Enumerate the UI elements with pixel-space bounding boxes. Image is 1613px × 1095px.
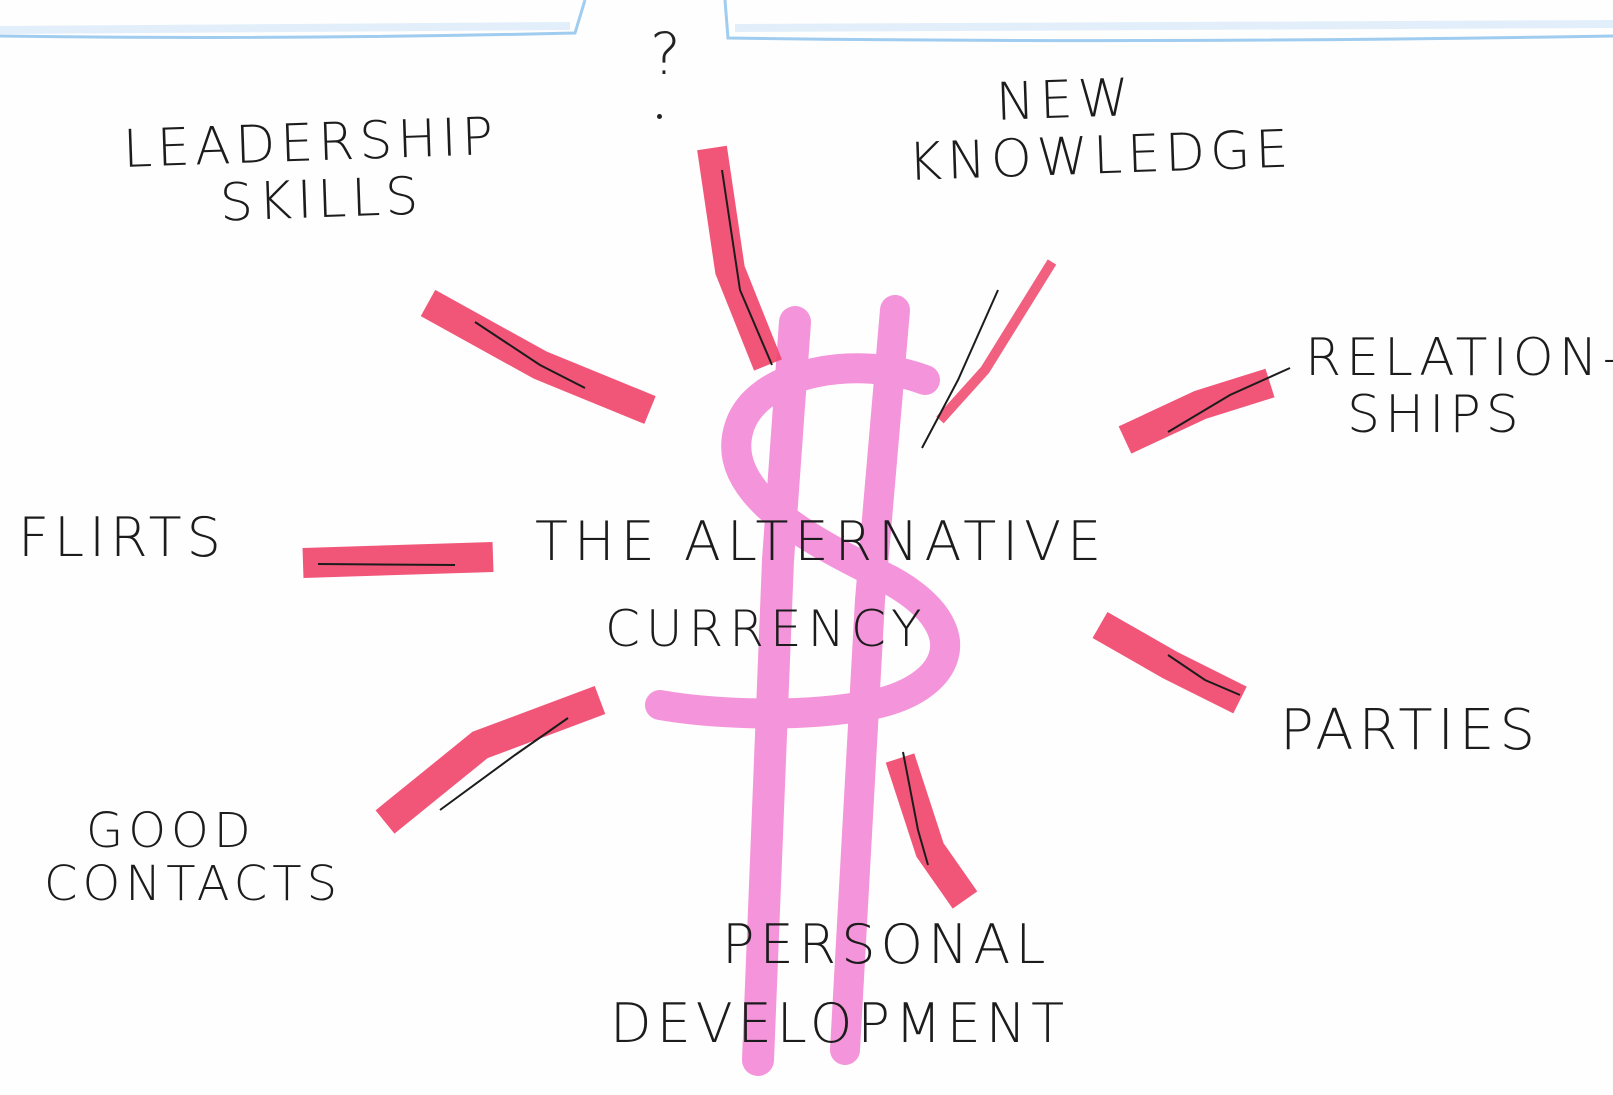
frame-line-left-shade	[0, 22, 571, 34]
node-relationships-line1: RELATION-	[1305, 328, 1613, 388]
ray-relationships	[1118, 368, 1275, 454]
ray-top-ink	[721, 169, 773, 366]
node-flirts: FLIRTS	[18, 506, 226, 569]
dollar-bar-left	[742, 306, 811, 1076]
node-new-knowledge: NEW KNOWLEDGE	[905, 65, 1294, 193]
node-personal-development: PERSONAL DEVELOPMENT	[610, 915, 1069, 1054]
center-label-line2: CURRENCY	[605, 600, 928, 658]
node-leadership-skills: LEADERSHIP SKILLS	[121, 106, 501, 236]
frame-line-right	[723, 0, 1613, 43]
node-development-line2: DEVELOPMENT	[610, 992, 1070, 1056]
top-frame	[0, 0, 1613, 43]
node-contacts-line2: CONTACTS	[44, 855, 343, 912]
ray-contacts-ink	[439, 717, 569, 811]
ray-relationships-ink	[1167, 367, 1291, 433]
node-good-contacts: GOOD CONTACTS	[44, 803, 342, 911]
ray-parties-ink	[1167, 654, 1241, 696]
node-leadership-line2: SKILLS	[218, 166, 425, 234]
node-flirts-line1: FLIRTS	[18, 506, 226, 569]
ray-top	[697, 145, 782, 371]
dollar-s-curve	[645, 353, 961, 729]
question-mark-dot	[657, 114, 662, 119]
center-label-line1: THE ALTERNATIVE	[535, 510, 1108, 573]
node-parties: PARTIES	[1280, 700, 1540, 762]
ray-contacts	[375, 685, 606, 834]
ray-flirts	[302, 542, 494, 578]
node-relationships: RELATION- SHIPS	[1305, 328, 1613, 446]
ray-development	[885, 753, 978, 909]
ray-knowledge-ink	[921, 289, 999, 449]
node-relationships-line2: SHIPS	[1347, 385, 1524, 446]
ray-leadership-ink	[474, 321, 586, 389]
ray-parties	[1092, 611, 1247, 714]
dollar-bar-right	[830, 295, 910, 1065]
ray-development-ink	[902, 751, 929, 866]
node-development-line1: PERSONAL	[722, 913, 1051, 976]
frame-line-left	[0, 0, 587, 39]
ray-leadership	[420, 289, 656, 424]
ray-flirts-ink	[317, 563, 456, 566]
node-leadership-line1: LEADERSHIP	[121, 106, 500, 180]
question-mark: ?	[650, 20, 681, 88]
node-parties-line1: PARTIES	[1280, 698, 1540, 763]
node-contacts-line1: GOOD	[86, 803, 256, 859]
ray-knowledge	[936, 259, 1057, 424]
frame-line-right-shade	[734, 20, 1613, 32]
